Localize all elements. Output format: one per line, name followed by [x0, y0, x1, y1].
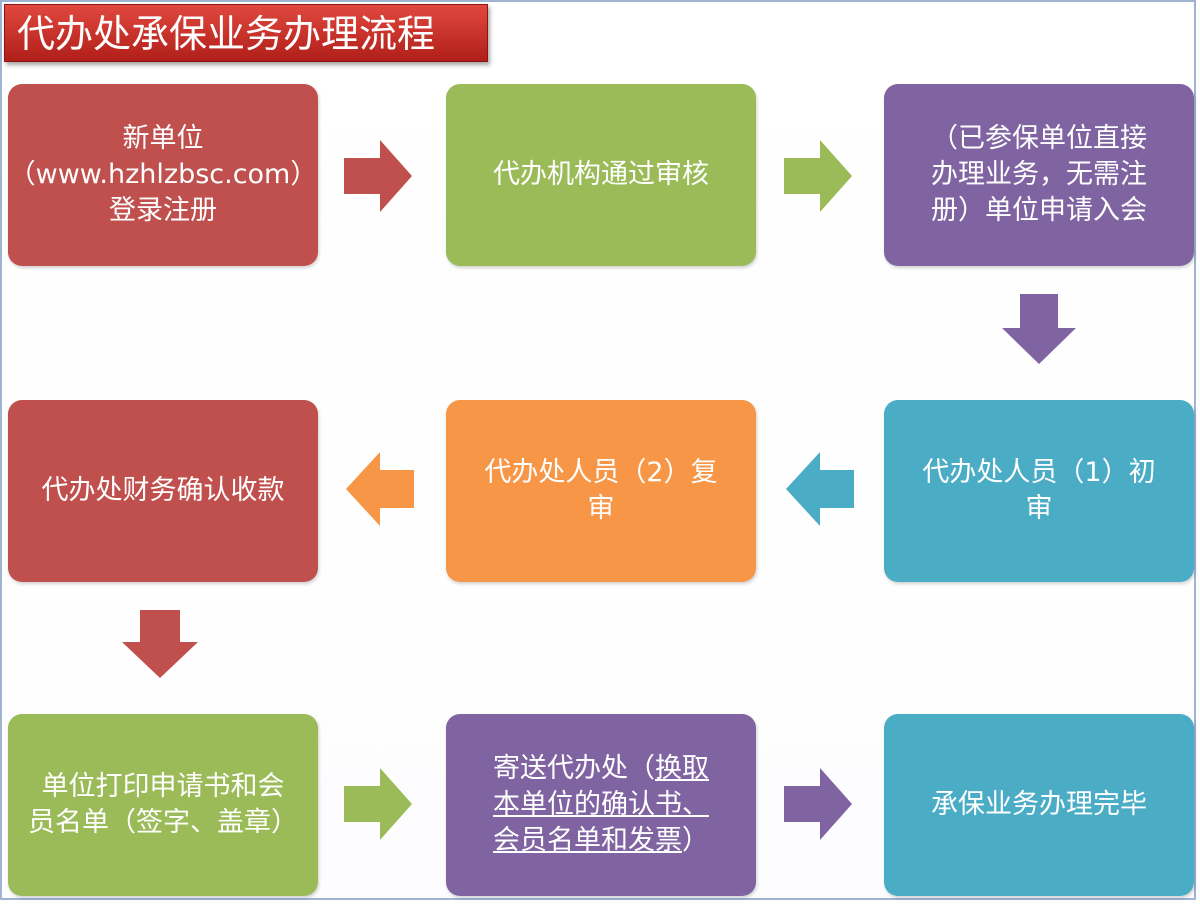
step-finance-confirm-payment: 代办处财务确认收款	[8, 400, 318, 582]
step-text-line: 会员名单和发票）	[493, 823, 709, 859]
step-text-segment: 换取	[655, 753, 709, 784]
step-text-line: 承保业务办理完毕	[931, 789, 1147, 820]
step-apply-membership: （已参保单位直接 办理业务，无需注 册）单位申请入会	[884, 84, 1194, 266]
arrow-right-icon	[344, 140, 412, 212]
arrow-left-icon	[346, 452, 414, 526]
step-agency-review: 代办机构通过审核	[446, 84, 756, 266]
step-text-line: 员名单（签字、盖章）	[28, 807, 298, 838]
step-text-segment: 会员名单和发票	[493, 825, 682, 856]
arrow-left-icon	[786, 452, 854, 526]
arrow-right-icon	[784, 140, 852, 212]
page-title: 代办处承保业务办理流程	[4, 4, 488, 62]
step-text-segment: ）	[682, 825, 709, 856]
step-text-line: 代办处人员（1）初	[922, 457, 1156, 488]
step-text-line: 办理业务，无需注	[931, 159, 1147, 190]
arrow-down-icon	[1002, 294, 1076, 364]
arrow-right-icon	[784, 768, 852, 840]
step-mail-to-agency: 寄送代办处（换取 本单位的确认书、 会员名单和发票）	[446, 714, 756, 896]
step-first-review: 代办处人员（1）初 审	[884, 400, 1194, 582]
arrow-right-icon	[344, 768, 412, 840]
step-text-line: 审	[587, 493, 615, 524]
step-text-segment: 寄送代办处（	[493, 753, 655, 784]
step-text-line: 寄送代办处（换取	[493, 751, 709, 787]
step-text-line: 册）单位申请入会	[931, 195, 1147, 226]
step-text-line: 单位打印申请书和会	[41, 771, 285, 802]
step-text-line: （已参保单位直接	[931, 123, 1147, 154]
step-new-unit-register: 新单位 （www.hzhlzbsc.com） 登录注册	[8, 84, 318, 266]
arrow-down-icon	[122, 610, 198, 678]
step-text-line: 本单位的确认书、	[493, 789, 709, 820]
step-text-line: 审	[1025, 493, 1053, 524]
step-complete: 承保业务办理完毕	[884, 714, 1194, 896]
step-text-line: （www.hzhlzbsc.com）	[8, 159, 318, 190]
step-text-line: 代办处财务确认收款	[41, 475, 285, 506]
step-second-review: 代办处人员（2）复 审	[446, 400, 756, 582]
step-print-application: 单位打印申请书和会 员名单（签字、盖章）	[8, 714, 318, 896]
step-text-line: 登录注册	[109, 195, 217, 226]
step-text-line: 新单位	[122, 123, 204, 154]
step-text-line: 代办处人员（2）复	[484, 457, 718, 488]
step-text-line: 代办机构通过审核	[493, 159, 709, 190]
